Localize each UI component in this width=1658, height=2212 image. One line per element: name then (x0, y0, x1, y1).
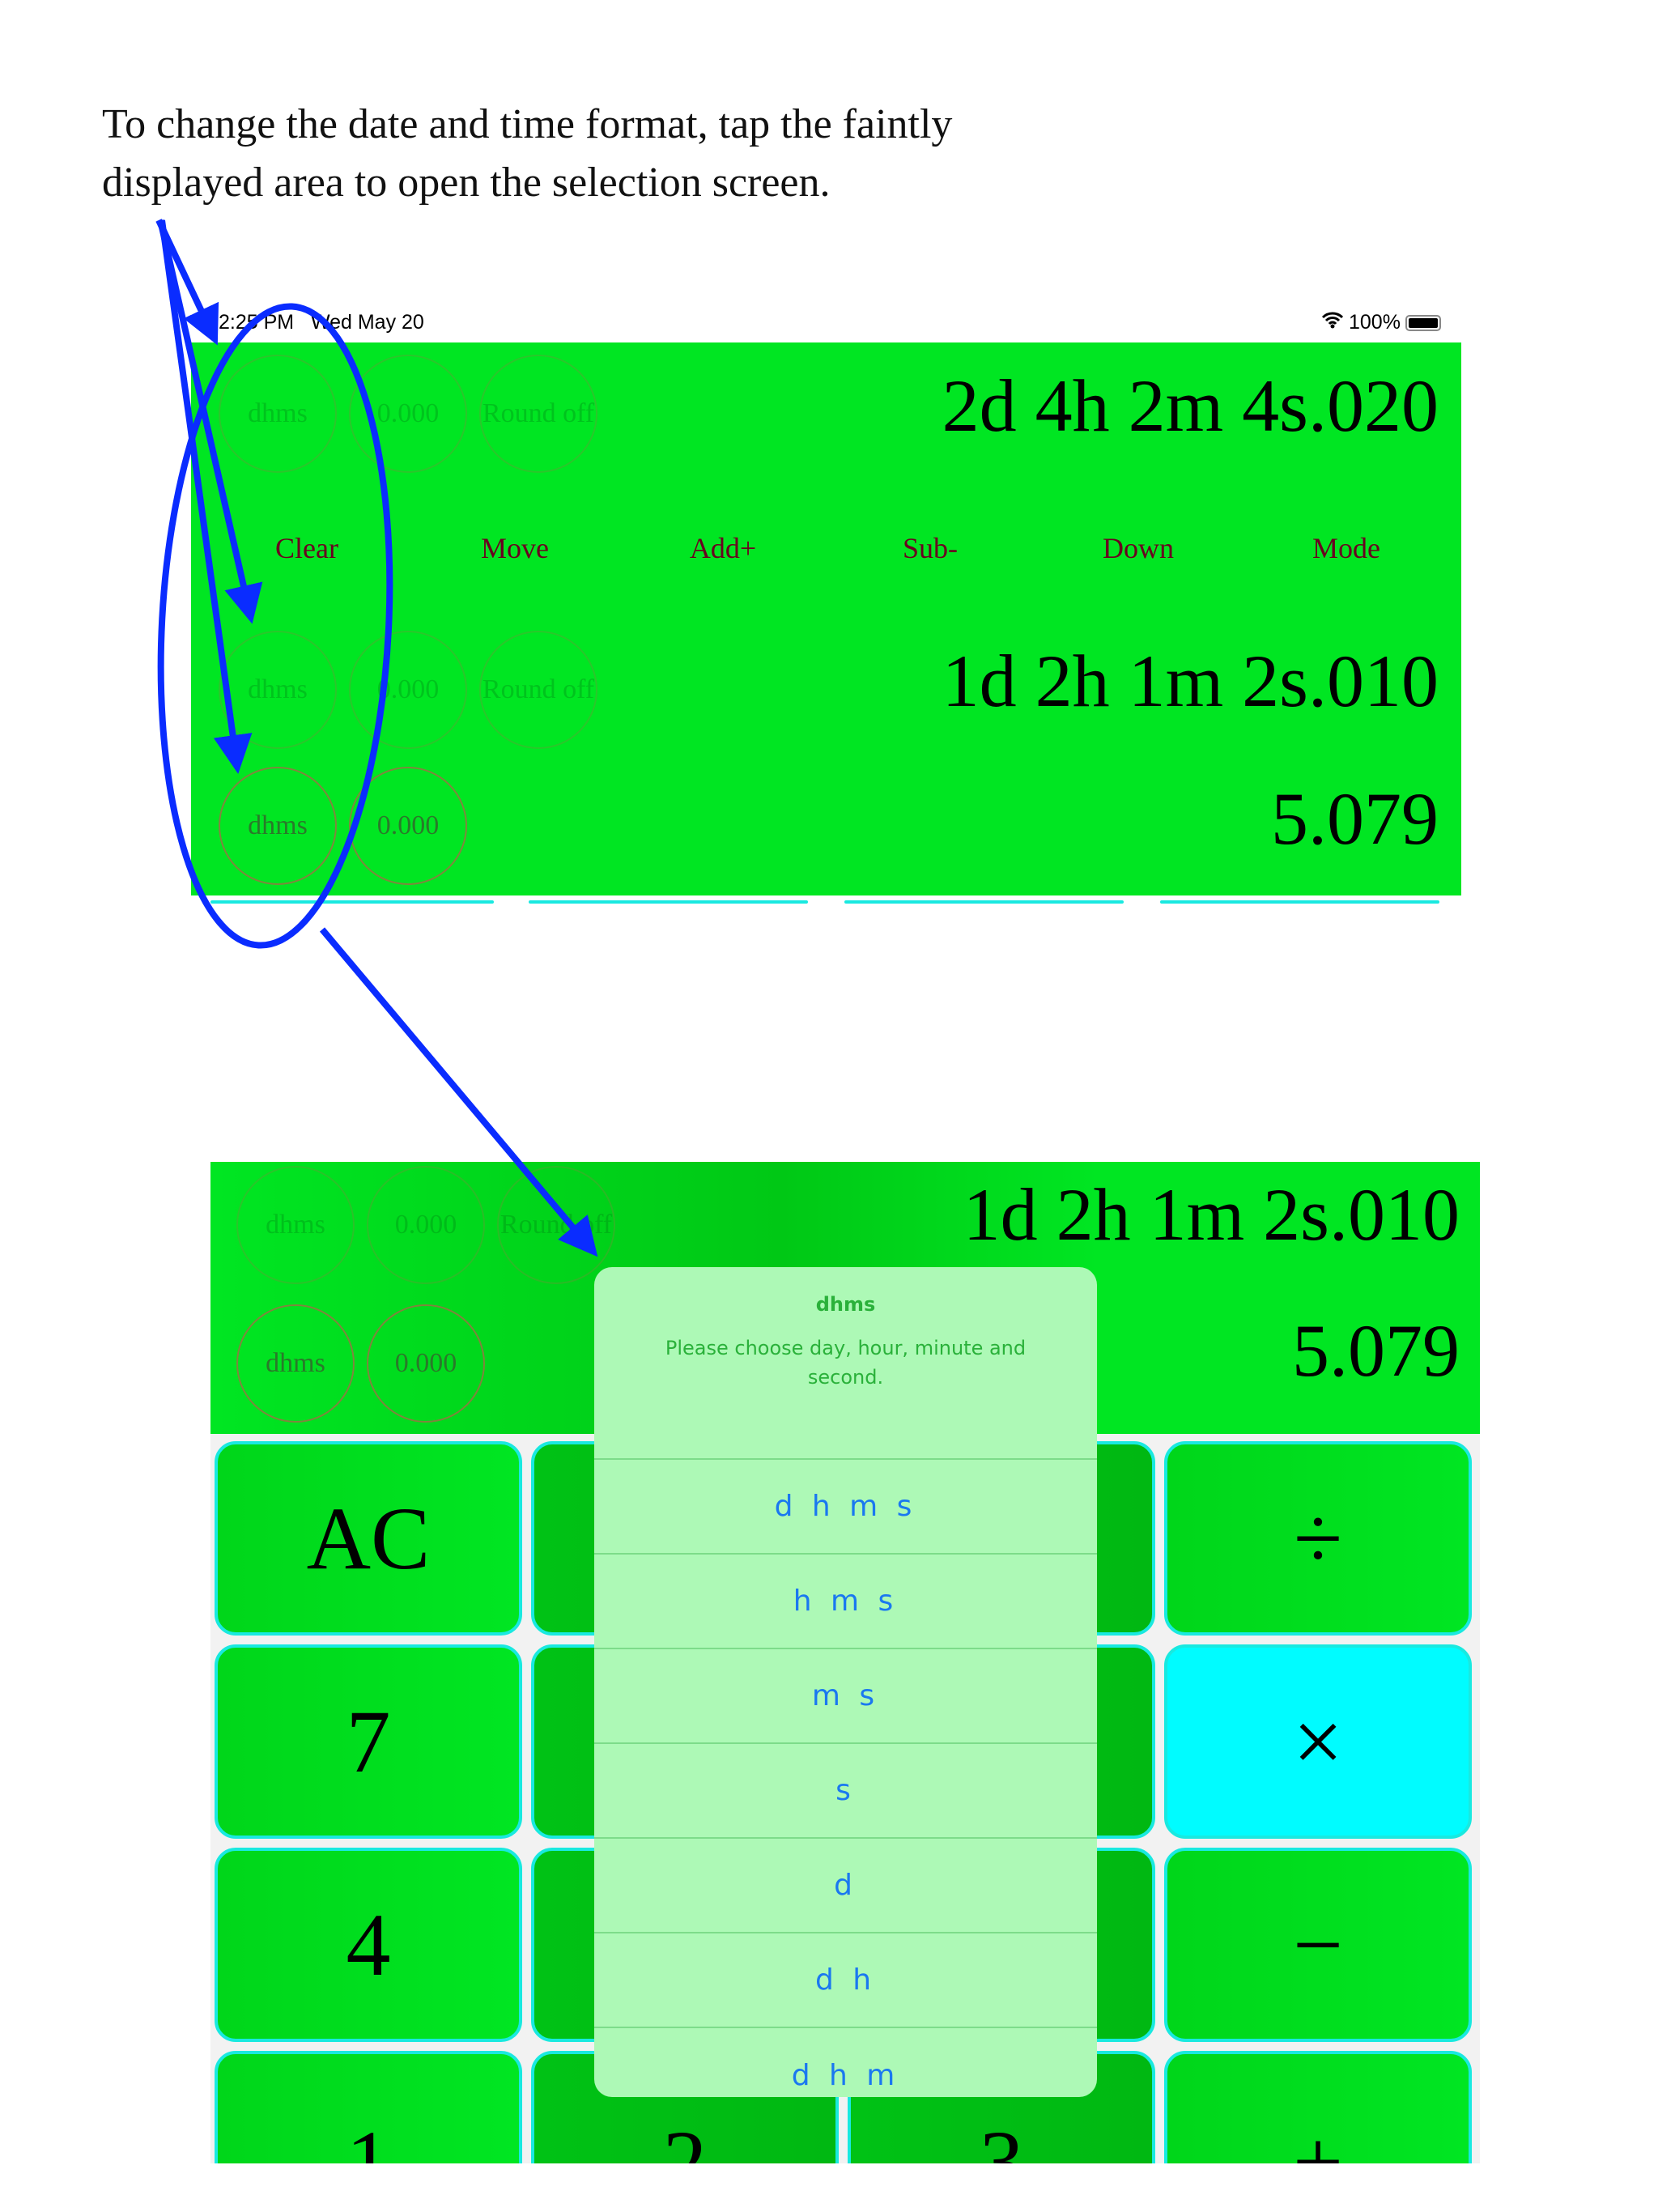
format-selector[interactable]: dhms (219, 355, 337, 473)
plus-key[interactable]: + (1164, 2051, 1472, 2163)
rounding-selector[interactable]: Round off (497, 1166, 615, 1284)
format-selector[interactable]: dhms (219, 767, 337, 885)
popup-header: dhms Please choose day, hour, minute and… (594, 1293, 1097, 1460)
option-hms[interactable]: h m s (594, 1555, 1097, 1649)
display-value: 1d 2h 1m 2s.010 (963, 1173, 1460, 1256)
add-button[interactable]: Add+ (689, 532, 757, 564)
mode-button[interactable]: Mode (1312, 532, 1380, 564)
caption-line-2: displayed area to open the selection scr… (102, 160, 831, 206)
caption-line-1: To change the date and time format, tap … (102, 101, 953, 147)
top-display-panel: dhms 0.000 Round off 2d 4h 2m 4s.020 Cle… (191, 342, 1461, 895)
option-dhm[interactable]: d h m (791, 2059, 900, 2092)
status-date: Wed May 20 (310, 311, 424, 334)
key-top-edge (529, 900, 808, 904)
popup-title: dhms (815, 1293, 876, 1316)
key-top-edge (1160, 900, 1439, 904)
instruction-caption: To change the date and time format, tap … (102, 96, 952, 212)
decimals-selector[interactable]: 0.000 (367, 1166, 485, 1284)
format-selector[interactable]: dhms (236, 1166, 355, 1284)
annotation-arrow (155, 219, 219, 346)
display-value-2: 1d 2h 1m 2s.010 (942, 640, 1439, 722)
popup-message: Please choose day, hour, minute and seco… (665, 1337, 1027, 1389)
option-dh[interactable]: d h (594, 1933, 1097, 2028)
option-ms[interactable]: m s (594, 1649, 1097, 1744)
seven-key[interactable]: 7 (215, 1644, 522, 1839)
decimals-selector[interactable]: 0.000 (349, 767, 467, 885)
battery-icon (1405, 314, 1441, 331)
minus-key[interactable]: − (1164, 1848, 1472, 2042)
rounding-selector[interactable]: Round off (479, 631, 597, 749)
display-result: 5.079 (1292, 1309, 1460, 1392)
option-dhms[interactable]: d h m s (594, 1460, 1097, 1555)
multiply-key[interactable]: × (1164, 1644, 1472, 1839)
four-key[interactable]: 4 (215, 1848, 522, 2042)
option-s[interactable]: s (594, 1744, 1097, 1839)
key-top-edge (210, 900, 494, 904)
status-time-date: 2:25 PM Wed May 20 (219, 311, 424, 334)
format-selection-popup: dhms Please choose day, hour, minute and… (594, 1267, 1097, 2097)
clear-button[interactable]: Clear (275, 532, 338, 564)
wifi-icon (1321, 311, 1344, 334)
one-key[interactable]: 1 (215, 2051, 522, 2163)
format-selector[interactable]: dhms (219, 631, 337, 749)
decimals-selector[interactable]: 0.000 (349, 355, 467, 473)
format-selector[interactable]: dhms (236, 1304, 355, 1423)
status-right: 100% (1321, 311, 1441, 334)
move-button[interactable]: Move (481, 532, 549, 564)
decimals-selector[interactable]: 0.000 (349, 631, 467, 749)
status-time: 2:25 PM (219, 311, 295, 334)
down-button[interactable]: Down (1103, 532, 1174, 564)
rounding-selector[interactable]: Round off (479, 355, 597, 473)
ac-key[interactable]: AC (215, 1441, 522, 1636)
decimals-selector[interactable]: 0.000 (367, 1304, 485, 1423)
sub-button[interactable]: Sub- (902, 532, 959, 564)
option-d[interactable]: d (594, 1839, 1097, 1933)
battery-percent: 100% (1349, 311, 1401, 334)
display-result: 5.079 (1271, 777, 1439, 860)
display-value-1: 2d 4h 2m 4s.020 (942, 364, 1439, 447)
key-top-edge (844, 900, 1124, 904)
divide-key[interactable]: ÷ (1164, 1441, 1472, 1636)
